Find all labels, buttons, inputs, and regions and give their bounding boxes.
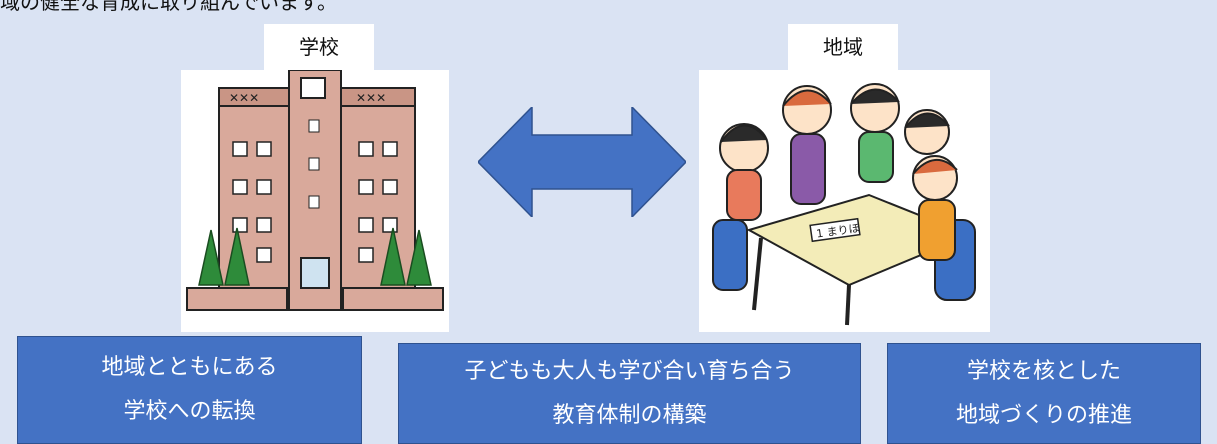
header-text: 域の健全な育成に取り組んでいます。 — [0, 0, 337, 14]
goal-box-2: 子どもも大人も学び合い育ち合う 教育体制の構築 — [398, 343, 861, 444]
community-meeting-illustration: 1 まりほ — [699, 70, 990, 332]
goal-box-1: 地域とともにある 学校への転換 — [17, 336, 362, 444]
school-building-illustration: ✕✕✕ ✕✕✕ — [181, 70, 449, 332]
community-label: 地域 — [788, 24, 898, 70]
goal-box-3-line1: 学校を核とした — [966, 358, 1121, 384]
svg-text:✕✕✕: ✕✕✕ — [229, 91, 259, 105]
goal-box-2-line1: 子どもも大人も学び合い育ち合う — [464, 358, 795, 384]
goal-box-3-line2: 地域づくりの推進 — [955, 402, 1132, 428]
school-label: 学校 — [264, 24, 374, 70]
svg-text:✕✕✕: ✕✕✕ — [356, 91, 386, 105]
double-arrow-icon — [478, 107, 686, 217]
goal-box-2-line2: 教育体制の構築 — [552, 402, 707, 428]
goal-box-1-line2: 学校への転換 — [123, 399, 256, 424]
goal-box-1-line1: 地域とともにある — [101, 355, 278, 380]
goal-box-3: 学校を核とした 地域づくりの推進 — [887, 343, 1201, 444]
table-sign-text: 1 まりほ — [815, 222, 860, 241]
